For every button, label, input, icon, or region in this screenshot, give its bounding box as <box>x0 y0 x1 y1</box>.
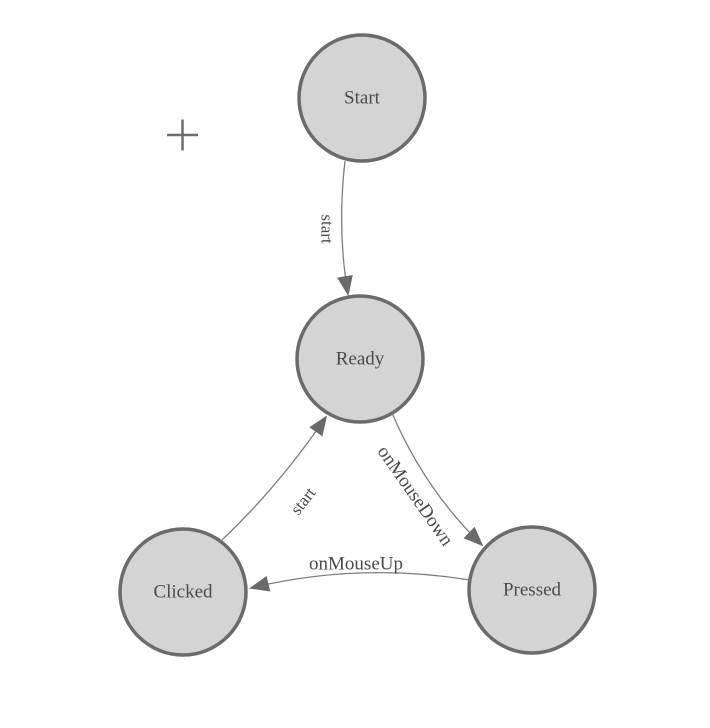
node-start-label: Start <box>344 88 381 109</box>
edge-ready-to-pressed[interactable]: onMouseDown <box>373 412 484 550</box>
node-clicked[interactable]: Clicked <box>118 527 248 657</box>
edge-pressed-to-clicked-line[interactable] <box>249 571 471 592</box>
edge-start-to-ready-line[interactable] <box>337 160 353 296</box>
node-clicked-label: Clicked <box>153 582 213 603</box>
node-pressed[interactable]: Pressed <box>467 525 597 655</box>
node-start[interactable]: Start <box>297 33 427 163</box>
node-pressed-label: Pressed <box>503 580 562 601</box>
node-start-circle[interactable] <box>297 33 427 163</box>
edge-clicked-to-ready-label: start <box>287 483 320 518</box>
node-ready-circle[interactable] <box>295 294 425 424</box>
edge-start-to-ready[interactable]: start <box>318 160 353 296</box>
edge-ready-to-pressed-line[interactable] <box>391 412 484 547</box>
edge-pressed-to-clicked-label: onMouseUp <box>309 554 403 575</box>
node-clicked-circle[interactable] <box>118 527 248 657</box>
edge-clicked-to-ready[interactable]: start <box>221 415 328 541</box>
edge-start-to-ready-label: start <box>318 214 337 244</box>
node-ready[interactable]: Ready <box>295 294 425 424</box>
node-pressed-circle[interactable] <box>467 525 597 655</box>
edge-clicked-to-ready-line[interactable] <box>221 415 328 541</box>
plus-crosshair-icon <box>167 119 198 151</box>
edge-pressed-to-clicked[interactable]: onMouseUp <box>249 554 471 592</box>
node-ready-label: Ready <box>336 349 385 370</box>
